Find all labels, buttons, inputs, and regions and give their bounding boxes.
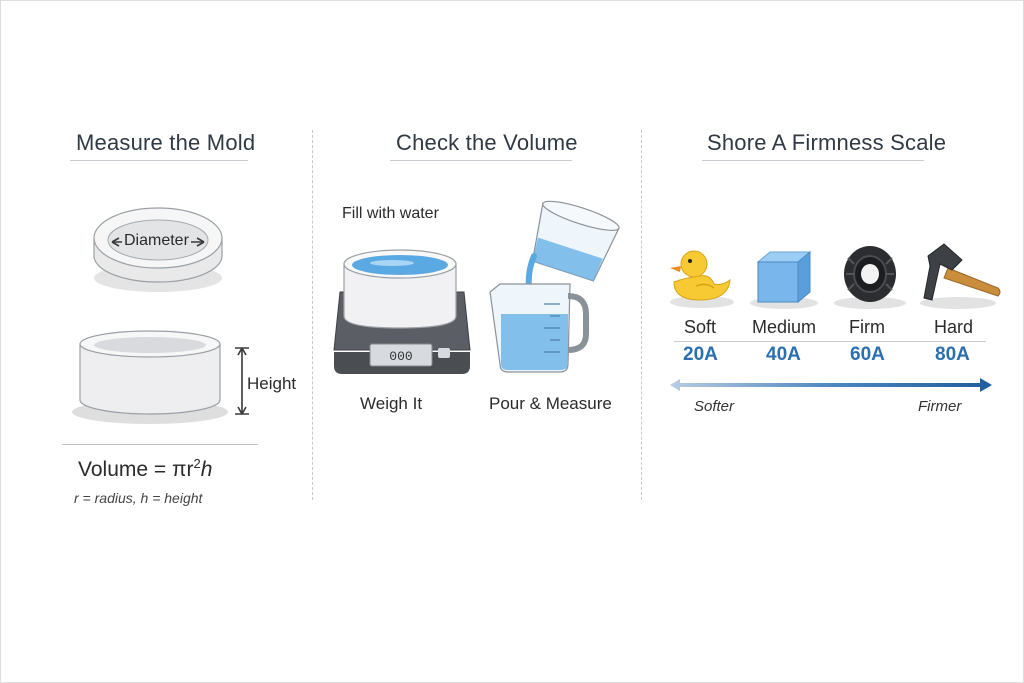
softer-label: Softer bbox=[694, 398, 735, 415]
firm-value: 60A bbox=[850, 344, 885, 365]
rubber-duck-icon bbox=[670, 250, 734, 308]
hard-label: Hard bbox=[934, 317, 974, 337]
measure-title-underline bbox=[70, 160, 248, 161]
mold-top-ring-icon bbox=[93, 207, 223, 292]
measure-mold-title: Measure the Mold bbox=[76, 130, 256, 155]
pour-measure-label: Pour & Measure bbox=[489, 394, 612, 413]
weigh-it-label: Weigh It bbox=[360, 394, 423, 413]
volume-formula: Volume = πr2h bbox=[78, 456, 212, 482]
formula-prefix: Volume = πr bbox=[78, 458, 194, 481]
formula-suffix: h bbox=[200, 458, 213, 481]
medium-label: Medium bbox=[752, 317, 817, 337]
diameter-label: Diameter bbox=[122, 232, 191, 250]
soft-label: Soft bbox=[684, 317, 717, 337]
kitchen-scale-icon: 000 bbox=[333, 249, 471, 374]
shore-title-underline bbox=[702, 160, 924, 161]
hammer-icon bbox=[920, 243, 1001, 309]
shore-row-divider bbox=[674, 341, 986, 342]
hard-value: 80A bbox=[935, 344, 970, 365]
medium-value: 40A bbox=[766, 344, 801, 365]
pour-measure-icon bbox=[489, 200, 620, 373]
panel-divider-left bbox=[312, 130, 313, 500]
shore-scale-title: Shore A Firmness Scale bbox=[707, 130, 947, 155]
tire-icon bbox=[834, 246, 906, 309]
formula-divider bbox=[62, 444, 258, 445]
firmness-arrow-icon bbox=[670, 378, 992, 392]
mold-cylinder-icon bbox=[72, 330, 249, 424]
check-volume-title: Check the Volume bbox=[396, 130, 578, 155]
formula-exponent: 2 bbox=[193, 456, 201, 471]
firm-label: Firm bbox=[849, 317, 885, 337]
volume-title-underline bbox=[390, 160, 572, 161]
scale-display: 000 bbox=[389, 349, 412, 364]
fill-water-label: Fill with water bbox=[342, 205, 439, 222]
firmer-label: Firmer bbox=[918, 398, 962, 415]
height-label: Height bbox=[247, 374, 297, 393]
panel-divider-right bbox=[641, 130, 642, 500]
cube-icon bbox=[750, 250, 818, 309]
formula-note: r = radius, h = height bbox=[74, 490, 203, 506]
soft-value: 20A bbox=[683, 344, 718, 365]
